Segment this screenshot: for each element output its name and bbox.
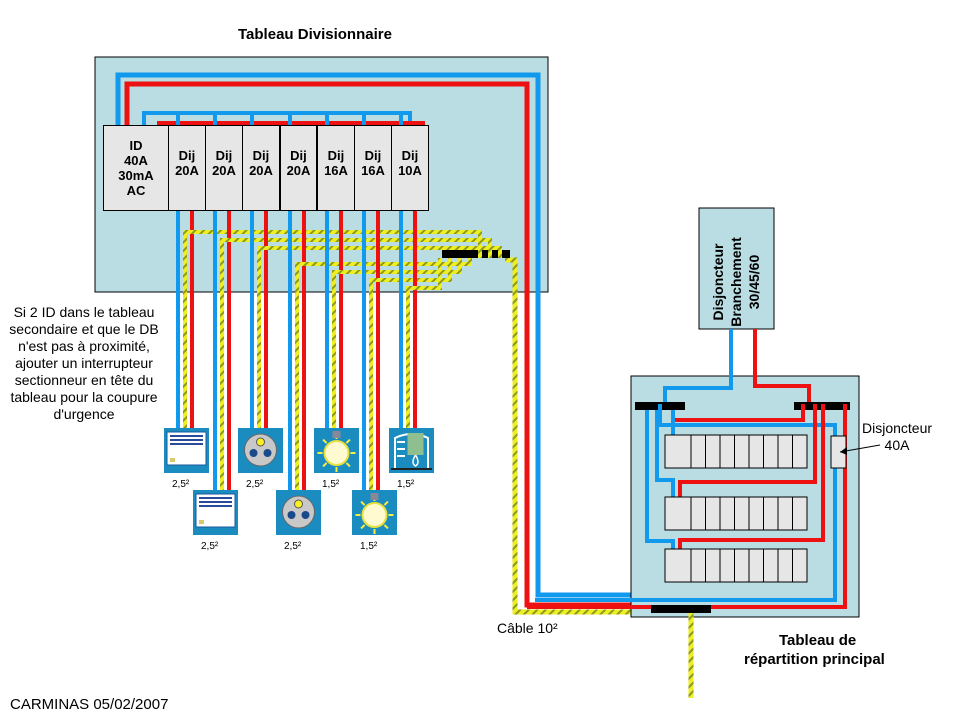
main-panel-title-line2: répartition principal [744,651,885,668]
breaker-4: Dij 16A [317,125,355,211]
earth-wire [332,258,462,428]
branch-breaker-box [698,207,775,330]
author-date: CARMINAS 05/02/2007 [10,696,169,713]
breaker-3: Dij 20A [280,125,317,211]
feed-neutral-wire [115,72,653,598]
earth-wire [406,258,442,428]
water-heater-icon [389,428,434,473]
breaker-2: Dij 20A [242,125,280,211]
wire-section-label: 2,5² [172,479,190,490]
comb-phase [157,121,425,125]
convector-heater-icon [164,428,209,473]
light-bulb-icon [314,428,359,473]
wire-section-label: 2,5² [284,541,302,552]
wire-section-label: 1,5² [360,541,378,552]
main-breaker-row [664,434,808,469]
earth-wire [369,258,452,490]
emergency-note: Si 2 ID dans le tableau secondaire et qu… [9,304,159,422]
earth-wire [295,258,472,490]
wire-section-label: 1,5² [322,479,340,490]
earth-bar-secondary [442,250,510,258]
cable-label: Câble 10² [497,620,558,636]
main-panel-title-line1: Tableau de [779,632,857,649]
breaker-0: Dij 20A [168,125,206,211]
wire-section-label: 2,5² [201,541,219,552]
wire-section-label: 1,5² [397,479,415,490]
feed-earth-wire [505,257,655,615]
earth-wire [183,230,482,428]
comb-neutral [142,111,412,125]
convector-heater-icon [193,490,238,535]
earth-bar-main [651,605,711,613]
differential-switch: ID 40A 30mA AC [103,125,169,211]
power-outlet-icon [276,490,321,535]
main-breaker-row [664,548,808,583]
branch-breaker-label: Disjoncteur Branchement 30/45/60 [710,237,762,327]
breaker-5: Dij 16A [354,125,392,211]
breaker-1: Dij 20A [205,125,243,211]
secondary-panel-title: Tableau Divisionnaire [238,26,392,43]
light-bulb-icon [352,490,397,535]
power-outlet-icon [238,428,283,473]
wire-section-label: 2,5² [246,479,264,490]
breaker-40a-label: Disjoncteur 40A [862,420,933,453]
breaker-6: Dij 10A [391,125,429,211]
main-breaker-row [664,496,808,531]
